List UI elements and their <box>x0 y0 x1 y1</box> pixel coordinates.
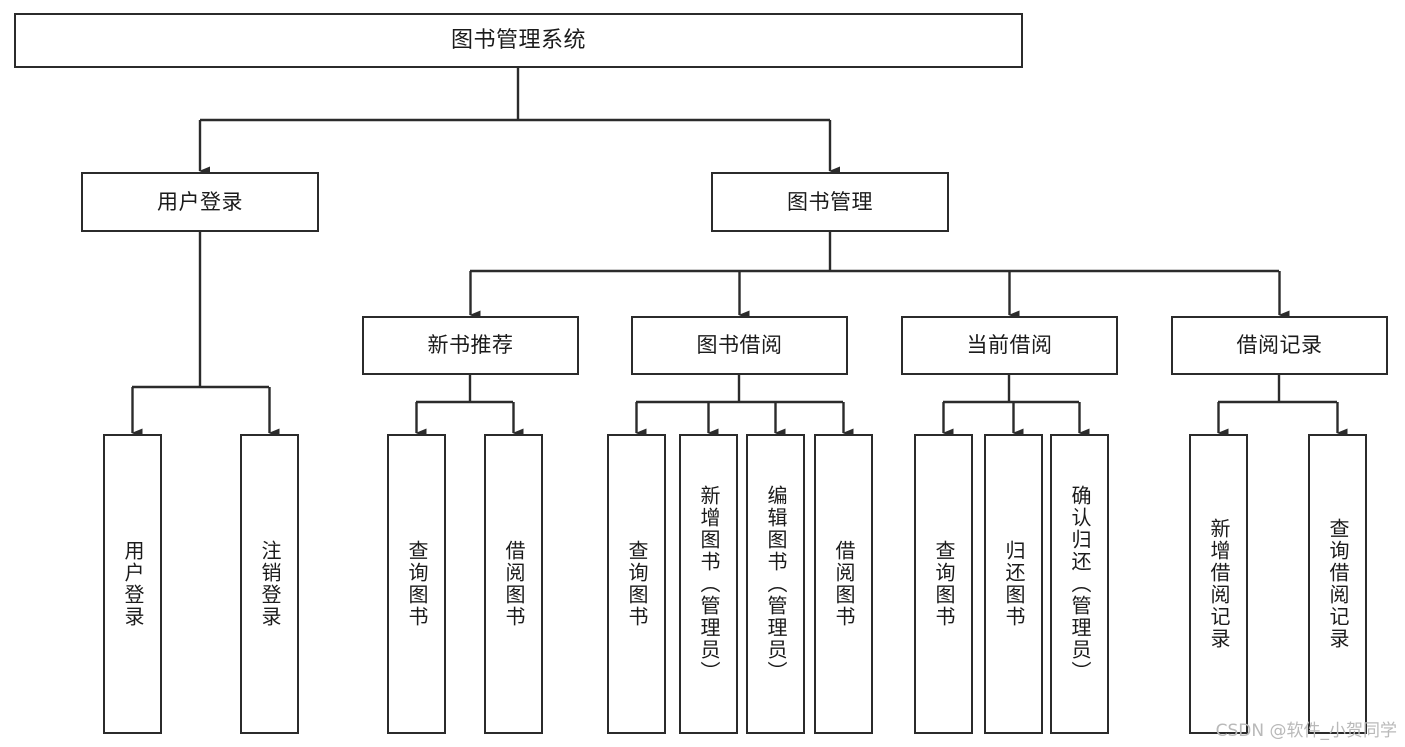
node-label: 借阅图书 <box>832 540 856 628</box>
node-label: 新增借阅记录 <box>1207 518 1231 650</box>
node-label: 新增图书（管理员） <box>697 485 721 683</box>
node-box-borrow-record[interactable]: 借阅记录 <box>1171 316 1388 375</box>
node-box-leaf-query-book-2[interactable]: 查询图书 <box>607 434 666 734</box>
connector-lines <box>131 68 1348 438</box>
node-label: 查询图书 <box>932 540 956 628</box>
node-label: 归还图书 <box>1002 540 1026 628</box>
node-box-leaf-add-book[interactable]: 新增图书（管理员） <box>679 434 738 734</box>
node-label: 注销登录 <box>258 540 282 628</box>
node-box-leaf-query-book-3[interactable]: 查询图书 <box>914 434 973 734</box>
node-box-leaf-add-record[interactable]: 新增借阅记录 <box>1189 434 1248 734</box>
node-label: 图书管理 <box>787 189 873 214</box>
node-box-leaf-user-login[interactable]: 用户登录 <box>103 434 162 734</box>
node-box-leaf-borrow-book-2[interactable]: 借阅图书 <box>814 434 873 734</box>
node-box-user-login[interactable]: 用户登录 <box>81 172 319 232</box>
node-label: 新书推荐 <box>427 333 514 358</box>
node-box-book-manage[interactable]: 图书管理 <box>711 172 949 232</box>
node-label: 查询图书 <box>405 540 429 628</box>
node-label: 图书借阅 <box>696 333 783 358</box>
node-label: 用户登录 <box>121 540 145 628</box>
node-label: 借阅记录 <box>1236 333 1323 358</box>
node-label: 借阅图书 <box>502 540 526 628</box>
node-box-leaf-borrow-book-1[interactable]: 借阅图书 <box>484 434 543 734</box>
node-label: 当前借阅 <box>966 333 1053 358</box>
node-box-new-book-recommend[interactable]: 新书推荐 <box>362 316 579 375</box>
node-box-leaf-logout[interactable]: 注销登录 <box>240 434 299 734</box>
node-box-leaf-confirm-return[interactable]: 确认归还（管理员） <box>1050 434 1109 734</box>
node-label: 用户登录 <box>157 189 243 214</box>
node-box-leaf-edit-book[interactable]: 编辑图书（管理员） <box>746 434 805 734</box>
node-box-leaf-return-book[interactable]: 归还图书 <box>984 434 1043 734</box>
node-label: 查询借阅记录 <box>1326 518 1350 650</box>
node-box-leaf-query-book-1[interactable]: 查询图书 <box>387 434 446 734</box>
node-box-book-borrow[interactable]: 图书借阅 <box>631 316 848 375</box>
node-label: 查询图书 <box>625 540 649 628</box>
node-box-leaf-query-record[interactable]: 查询借阅记录 <box>1308 434 1367 734</box>
node-label: 图书管理系统 <box>450 27 586 53</box>
node-label: 确认归还（管理员） <box>1068 485 1092 683</box>
node-box-current-borrow[interactable]: 当前借阅 <box>901 316 1118 375</box>
node-label: 编辑图书（管理员） <box>764 485 788 683</box>
node-box-root[interactable]: 图书管理系统 <box>14 13 1023 68</box>
watermark-text: CSDN @软件_小贺同学 <box>1215 721 1397 741</box>
